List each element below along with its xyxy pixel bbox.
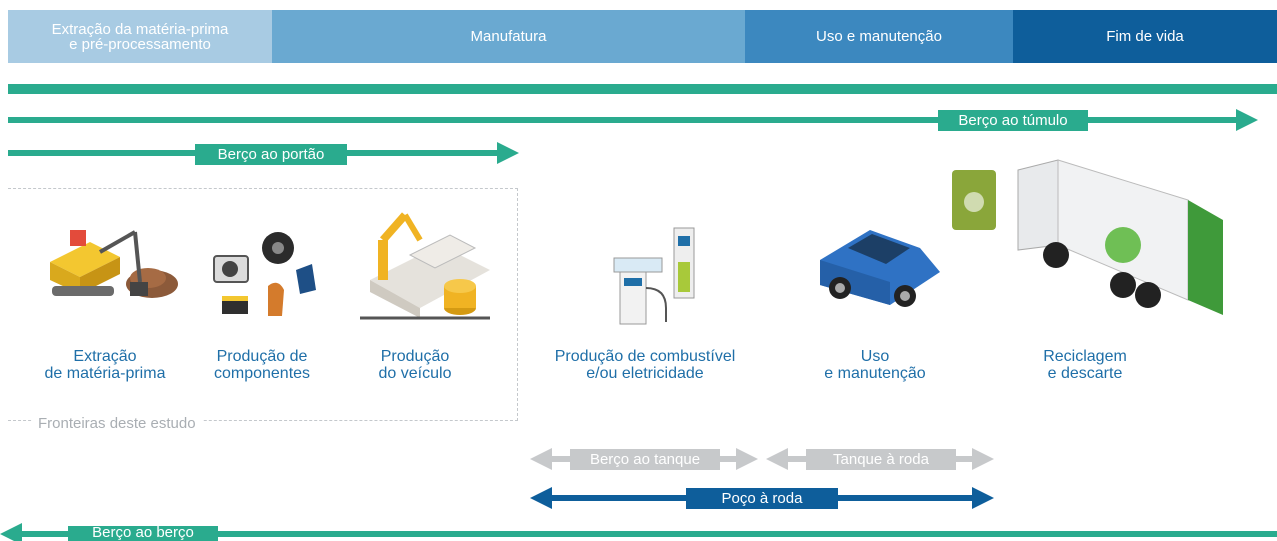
- mining-excavator-icon: [50, 230, 178, 298]
- cradle-to-cradle-arrowhead: [0, 523, 22, 541]
- study-boundary: [8, 188, 518, 421]
- cradle-to-tank-right-head: [736, 448, 758, 470]
- stage-components: Produção de componentes: [192, 348, 332, 382]
- phase-use: Uso e manutenção: [745, 10, 1013, 63]
- phase-extraction-line1: Extração da matéria-prima: [51, 20, 229, 38]
- phase-use-label: Uso e manutenção: [816, 28, 942, 45]
- car-icon: [820, 230, 940, 307]
- well-to-wheel-label: Poço à roda: [686, 488, 838, 509]
- stage-use-line1: Uso: [860, 348, 890, 365]
- stage-fuel-line2: e/ou eletricidade: [586, 365, 704, 382]
- stage-extraction: Extração de matéria-prima: [30, 348, 180, 382]
- cradle-to-cradle-label: Berço ao berço: [68, 525, 218, 541]
- stage-vehicle-line1: Produção: [380, 348, 450, 365]
- garbage-truck-icon: [952, 159, 1223, 315]
- stage-components-line2: componentes: [213, 365, 311, 382]
- cradle-to-cradle-arrow: [20, 531, 1277, 537]
- cradle-to-tank-left-head: [530, 448, 552, 470]
- cradle-to-gate-label: Berço ao portão: [195, 144, 347, 165]
- stage-extraction-line1: Extração: [73, 348, 137, 365]
- cradle-to-tank-label: Berço ao tanque: [570, 449, 720, 470]
- stage-fuel-line1: Produção de combustível: [554, 348, 736, 365]
- stage-recycling-line1: Reciclagem: [1043, 348, 1127, 365]
- phase-end-of-life-label: Fim de vida: [1106, 28, 1184, 45]
- study-boundary-label: Fronteiras deste estudo: [32, 415, 202, 432]
- stage-vehicle-line2: do veículo: [378, 365, 452, 382]
- cradle-to-grave-label: Berço ao túmulo: [938, 110, 1088, 131]
- stage-vehicle: Produção do veículo: [350, 348, 480, 382]
- phase-extraction: Extração da matéria-prima e pré-processa…: [8, 10, 272, 63]
- cradle-to-gate-arrowhead: [497, 142, 519, 164]
- stage-recycling: Reciclagem e descarte: [1010, 348, 1160, 382]
- stage-fuel-electricity: Produção de combustível e/ou eletricidad…: [540, 348, 750, 382]
- tank-to-wheel-label: Tanque à roda: [806, 449, 956, 470]
- phase-manufacturing-label: Manufatura: [470, 28, 547, 45]
- well-to-wheel-right-head: [972, 487, 994, 509]
- well-to-wheel-left-head: [530, 487, 552, 509]
- stage-use-line2: e manutenção: [824, 365, 926, 382]
- components-icon: [213, 232, 316, 316]
- phase-extraction-line2: e pré-processamento: [69, 35, 211, 53]
- stage-components-line1: Produção de: [216, 348, 308, 365]
- lifecycle-band: [8, 84, 1277, 94]
- robot-arm-assembly-icon: [360, 212, 490, 320]
- stage-extraction-line2: de matéria-prima: [44, 365, 166, 382]
- tank-to-wheel-right-head: [972, 448, 994, 470]
- stage-recycling-line2: e descarte: [1047, 365, 1123, 382]
- fuel-charging-station-icon: [613, 227, 695, 325]
- phase-end-of-life: Fim de vida: [1013, 10, 1277, 63]
- stage-use: Uso e manutenção: [800, 348, 950, 382]
- phase-manufacturing: Manufatura: [272, 10, 745, 63]
- cradle-to-grave-arrowhead: [1236, 109, 1258, 131]
- cradle-to-grave-arrow: [8, 117, 1240, 123]
- tank-to-wheel-left-head: [766, 448, 788, 470]
